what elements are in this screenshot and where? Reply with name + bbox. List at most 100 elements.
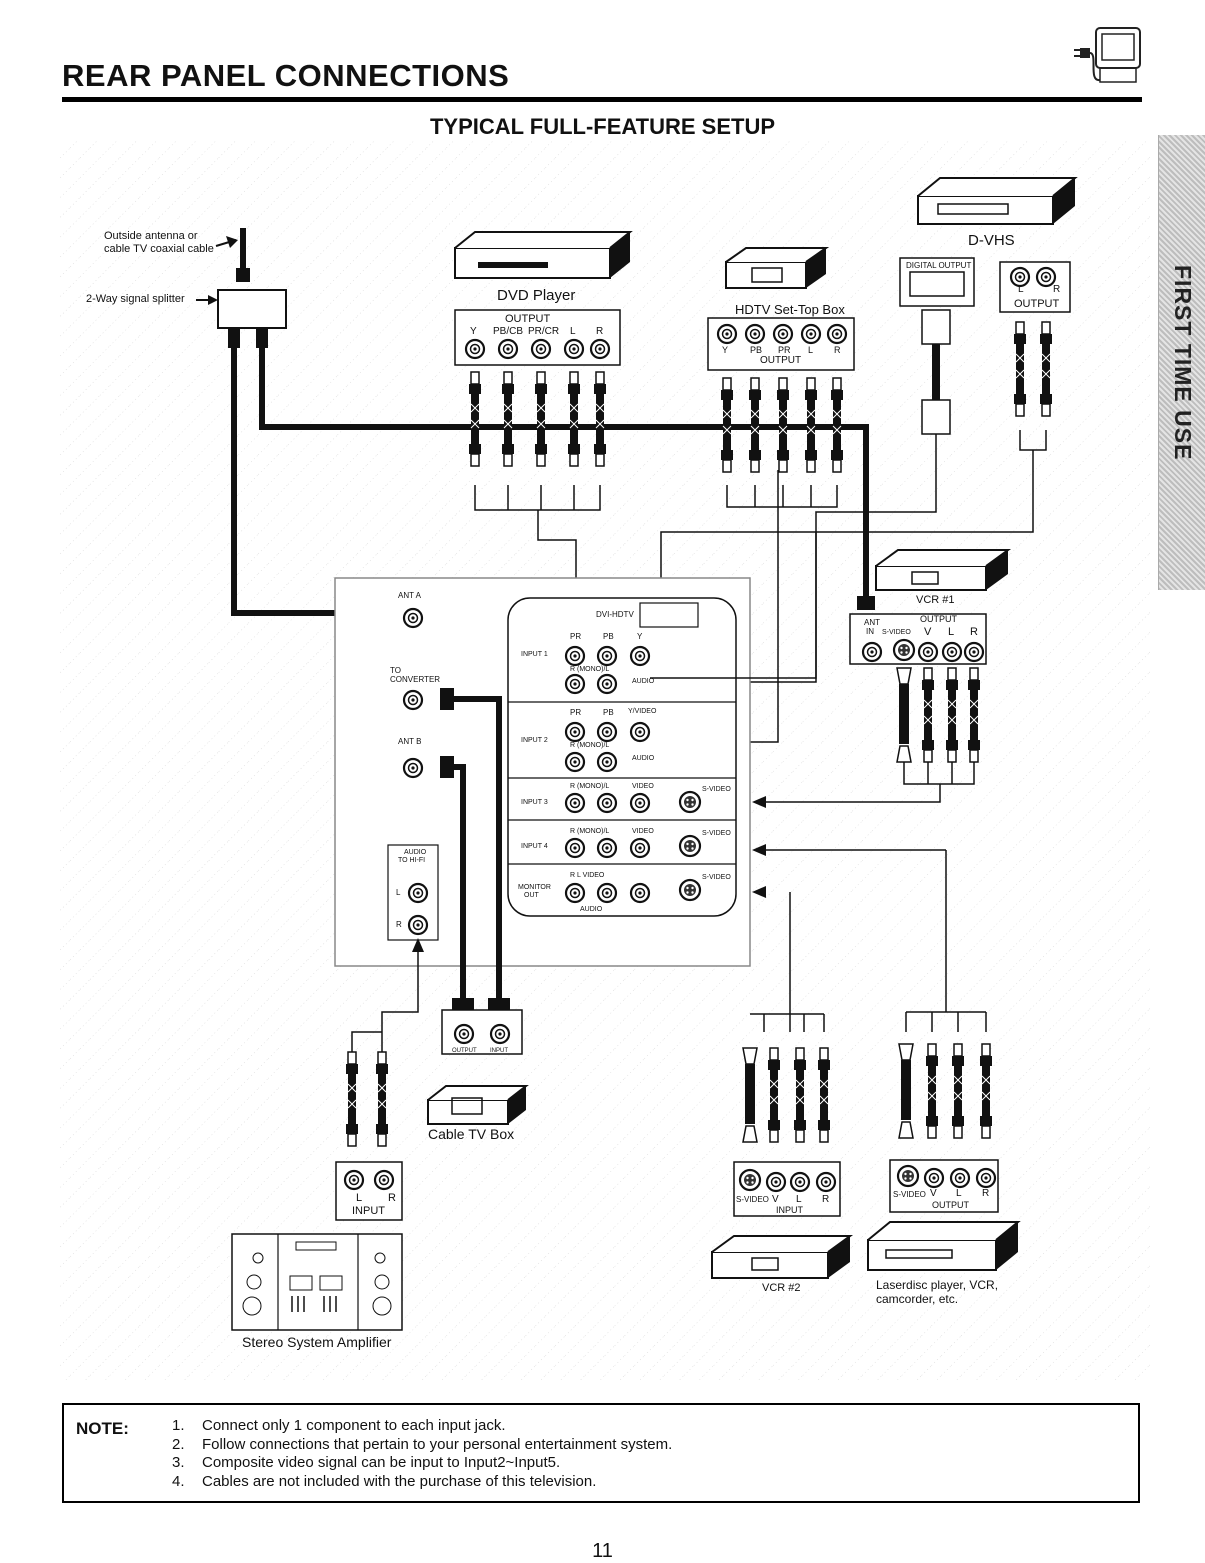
input3-label: INPUT 3 [521, 799, 548, 806]
hdtv-box-label: HDTV Set-Top Box [735, 302, 845, 317]
dvhs-jack-r: R [1053, 284, 1061, 295]
vcr2-jack-svideo: S-VIDEO [736, 1195, 769, 1204]
input4-video-label: VIDEO [632, 828, 654, 835]
laser-output-label: OUTPUT [932, 1200, 969, 1210]
section-tab: FIRST TIME USE [1158, 135, 1205, 590]
input2-pr-label: PR [570, 708, 582, 717]
hdtv-output-label: OUTPUT [760, 355, 802, 366]
laser-jack-svideo: S-VIDEO [893, 1190, 926, 1199]
vcr2-jack-l: L [796, 1194, 802, 1205]
monitor-out-label-line1: MONITOR [518, 884, 551, 891]
vcr1-jack-l: L [948, 626, 955, 638]
note-item-text: Follow connections that pertain to your … [202, 1435, 673, 1453]
vcr1-jack-r: R [970, 626, 978, 638]
vcr1-jack-v: V [924, 626, 932, 638]
note-item-number: 4. [172, 1472, 185, 1490]
monitor-out-audio-label: AUDIO [580, 906, 603, 913]
note-item-text: Composite video signal can be input to I… [202, 1454, 561, 1471]
page-title: REAR PANEL CONNECTIONS [62, 58, 510, 93]
audio-hifi-l: L [396, 888, 401, 897]
input1-label: INPUT 1 [521, 651, 548, 658]
splitter-label: 2-Way signal splitter [86, 293, 185, 305]
note-item-number: 3. [172, 1454, 185, 1471]
cable-box-label: Cable TV Box [428, 1126, 515, 1142]
input1-audio-rl-label: R (MONO)/L [570, 666, 610, 673]
input2-pb-label: PB [603, 708, 614, 717]
note-item: 4. Cables are not included with the purch… [172, 1473, 672, 1492]
to-converter-label: TO CONVERTER [390, 666, 441, 684]
input4-label: INPUT 4 [521, 843, 548, 850]
vcr2-jack-v: V [772, 1194, 779, 1205]
dvd-output-label: OUTPUT [505, 313, 551, 325]
input1-pb-label: PB [603, 632, 614, 641]
note-item-text: Connect only 1 component to each input j… [202, 1417, 506, 1434]
note-item-number: 2. [172, 1435, 185, 1453]
section-tab-label: FIRST TIME USE [1170, 264, 1196, 461]
dvhs-label: D-VHS [968, 232, 1015, 249]
note-item: 1. Connect only 1 component to each input… [172, 1417, 672, 1436]
hdtv-jack-pb: PB [750, 345, 763, 355]
dvd-jack-y: Y [470, 326, 477, 337]
hdtv-jack-pr: PR [778, 345, 791, 355]
input2-audio-label: AUDIO [632, 755, 655, 762]
stereo-jack-r: R [388, 1192, 396, 1204]
stereo-jack-l: L [356, 1192, 363, 1204]
monitor-out-rl-video-label: R L VIDEO [570, 872, 605, 879]
dvd-jack-l: L [570, 326, 576, 337]
vcr1-output-label: OUTPUT [920, 614, 957, 624]
hdtv-jack-l: L [808, 345, 814, 355]
stereo-input-label: INPUT [352, 1205, 385, 1217]
monitor-out-svideo-label: S-VIDEO [702, 874, 731, 881]
input2-audio-rl-label: R (MONO)/L [570, 742, 610, 749]
dvd-jack-r: R [596, 326, 604, 337]
ant-a-label: ANT A [398, 591, 421, 600]
diagram-subtitle: TYPICAL FULL-FEATURE SETUP [429, 114, 776, 139]
vcr1-in-label: IN [866, 627, 874, 636]
note-item: 3. Composite video signal can be input to… [172, 1454, 672, 1473]
note-item-text: Cables are not included with the purchas… [202, 1472, 597, 1490]
antenna-label-line1: Outside antenna or [104, 230, 198, 242]
vcr2-jack-r: R [822, 1194, 830, 1205]
vcr1-ant-label: ANT [864, 618, 880, 627]
laser-label-line1: Laserdisc player, VCR, [876, 1278, 999, 1292]
input3-svideo-label: S-VIDEO [702, 786, 731, 793]
note-list: 1. Connect only 1 component to each input… [172, 1417, 672, 1491]
dvd-jack-pr: PR/CR [528, 326, 560, 337]
vcr2-input-label: INPUT [776, 1205, 803, 1215]
audio-hifi-label-line2: TO HI-FI [398, 857, 426, 864]
dvd-player-label: DVD Player [497, 287, 576, 304]
vcr1-jack-svideo: S-VIDEO [882, 629, 911, 636]
input4-audio-rl-label: R (MONO)/L [570, 828, 610, 835]
ant-b-label: ANT B [398, 737, 422, 746]
dvi-hdtv-label: DVI-HDTV [596, 610, 634, 619]
page-number: 11 [592, 1540, 613, 1562]
note-box: NOTE: 1. Connect only 1 component to each… [62, 1403, 1140, 1503]
input1-audio-label: AUDIO [632, 678, 655, 685]
tv-plug-icon [1074, 27, 1141, 83]
input3-video-label: VIDEO [632, 783, 654, 790]
note-item-number: 1. [172, 1417, 185, 1434]
title-rule [62, 97, 1142, 102]
input2-label: INPUT 2 [521, 737, 548, 744]
dvhs-jack-l: L [1018, 284, 1024, 295]
laser-jack-v: V [930, 1188, 937, 1199]
input2-yvideo-label: Y/VIDEO [628, 708, 657, 715]
antenna-label-line2: cable TV coaxial cable [104, 243, 214, 255]
vcr1-label: VCR #1 [916, 594, 955, 606]
stereo-amp-label: Stereo System Amplifier [242, 1334, 392, 1350]
monitor-out-label-line2: OUT [524, 892, 539, 899]
audio-hifi-label-line1: AUDIO [404, 849, 427, 856]
hdtv-jack-y: Y [722, 345, 729, 355]
laser-jack-r: R [982, 1188, 990, 1199]
laser-jack-l: L [956, 1188, 962, 1199]
cable-box-input-label: INPUT [490, 1048, 508, 1054]
input1-pr-label: PR [570, 632, 582, 641]
dvhs-output-label: OUTPUT [1014, 298, 1060, 310]
input3-audio-rl-label: R (MONO)/L [570, 783, 610, 790]
note-item: 2. Follow connections that pertain to you… [172, 1436, 672, 1455]
laser-label-line2: camcorder, etc. [876, 1292, 959, 1306]
note-label: NOTE: [76, 1419, 129, 1438]
hdtv-jack-r: R [834, 345, 841, 355]
connection-diagram [60, 140, 1150, 1380]
